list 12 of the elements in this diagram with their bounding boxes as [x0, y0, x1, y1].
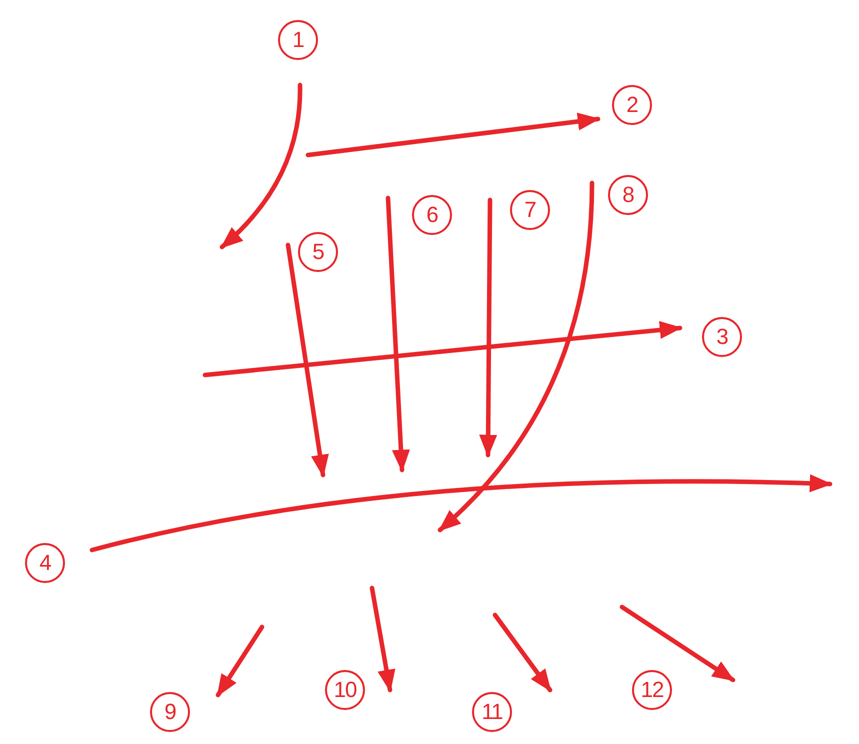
stroke-number: 4 [25, 543, 65, 583]
stroke-number: 8 [608, 175, 648, 215]
stroke-number: 9 [150, 692, 190, 732]
stroke-number: 3 [702, 317, 742, 357]
stroke-number: 12 [632, 670, 672, 710]
stroke-number: 7 [510, 190, 550, 230]
stroke-number: 10 [325, 670, 365, 710]
stroke-number: 1 [278, 20, 318, 60]
stroke-number: 11 [472, 692, 512, 732]
stroke-number: 2 [612, 85, 652, 125]
stroke-number: 5 [298, 232, 338, 272]
stroke-number: 6 [412, 195, 452, 235]
